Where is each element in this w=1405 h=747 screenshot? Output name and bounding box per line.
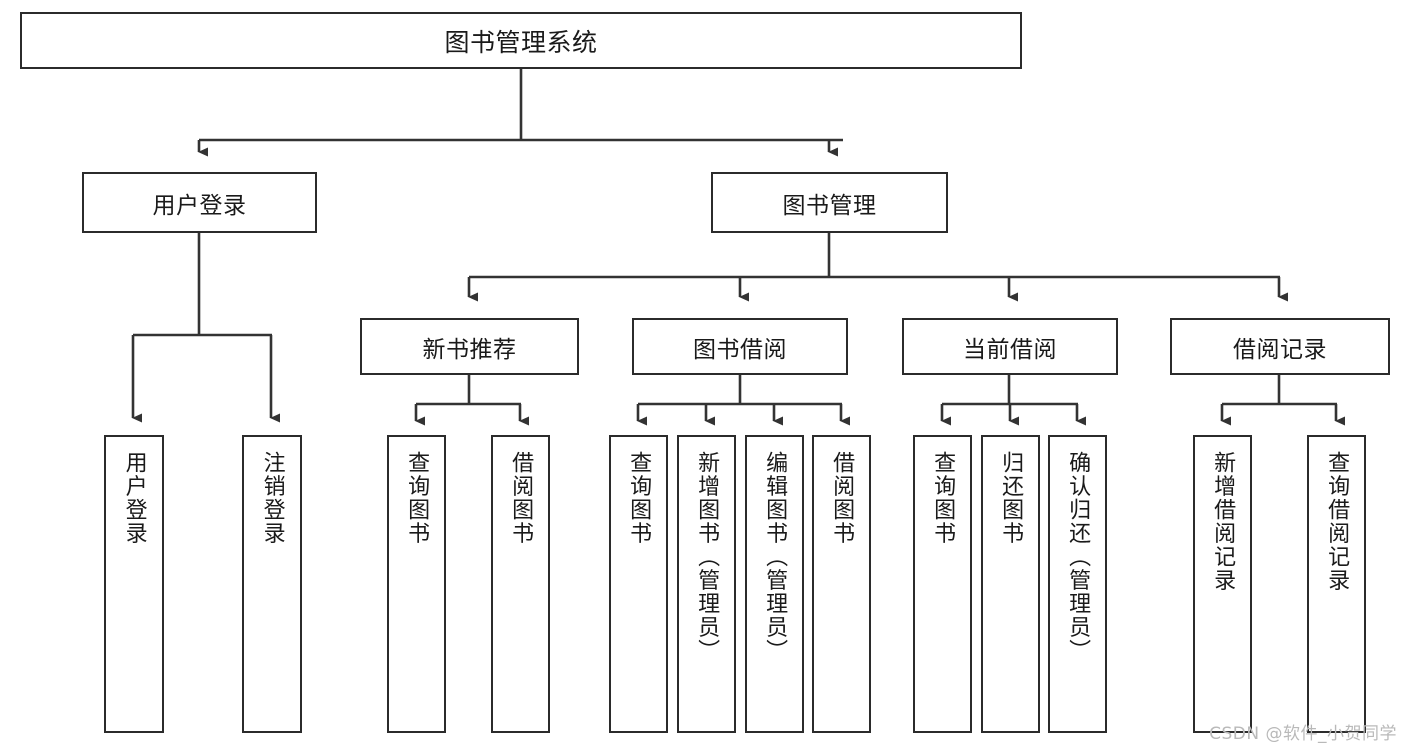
leaf-query-borrow-record[interactable]: 查询借阅记录 — [1307, 435, 1366, 733]
node-book-borrow[interactable]: 图书借阅 — [632, 318, 848, 375]
leaf-logout-login-label: 注销登录 — [259, 451, 285, 545]
node-root-label: 图书管理系统 — [444, 27, 598, 57]
leaf-user-login-label: 用户登录 — [121, 451, 147, 545]
leaf-add-book-admin[interactable]: 新增图书（管理员） — [677, 435, 736, 733]
leaf-return-book[interactable]: 归还图书 — [981, 435, 1040, 733]
leaf-query-book-1-label: 查询图书 — [404, 451, 430, 545]
leaf-add-borrow-record[interactable]: 新增借阅记录 — [1193, 435, 1252, 733]
leaf-borrow-book-1[interactable]: 借阅图书 — [491, 435, 550, 733]
leaf-edit-book-admin-label: 编辑图书（管理员） — [762, 451, 788, 663]
leaf-query-book-3[interactable]: 查询图书 — [913, 435, 972, 733]
node-new-book-recommend-label: 新书推荐 — [422, 336, 517, 363]
leaf-user-login[interactable]: 用户登录 — [104, 435, 164, 733]
node-borrow-record[interactable]: 借阅记录 — [1170, 318, 1390, 375]
csdn-watermark: CSDN @软件_小贺同学 — [1209, 724, 1397, 744]
node-borrow-record-label: 借阅记录 — [1233, 336, 1327, 363]
leaf-borrow-book-1-label: 借阅图书 — [508, 451, 534, 545]
leaf-confirm-return-admin[interactable]: 确认归还（管理员） — [1048, 435, 1107, 733]
node-current-borrow[interactable]: 当前借阅 — [902, 318, 1118, 375]
node-book-management-label: 图书管理 — [782, 192, 877, 219]
leaf-query-book-3-label: 查询图书 — [930, 451, 956, 545]
node-book-borrow-label: 图书借阅 — [693, 336, 787, 363]
node-user-login-label: 用户登录 — [152, 192, 247, 219]
node-root-library-management-system[interactable]: 图书管理系统 — [20, 12, 1022, 69]
node-new-book-recommend[interactable]: 新书推荐 — [360, 318, 579, 375]
node-user-login[interactable]: 用户登录 — [82, 172, 317, 233]
leaf-add-borrow-record-label: 新增借阅记录 — [1210, 451, 1236, 592]
leaf-query-borrow-record-label: 查询借阅记录 — [1324, 451, 1350, 592]
leaf-borrow-book-2[interactable]: 借阅图书 — [812, 435, 871, 733]
leaf-confirm-return-admin-label: 确认归还（管理员） — [1065, 451, 1091, 663]
leaf-edit-book-admin[interactable]: 编辑图书（管理员） — [745, 435, 804, 733]
leaf-borrow-book-2-label: 借阅图书 — [829, 451, 855, 545]
leaf-query-book-1[interactable]: 查询图书 — [387, 435, 446, 733]
leaf-query-book-2[interactable]: 查询图书 — [609, 435, 668, 733]
leaf-logout-login[interactable]: 注销登录 — [242, 435, 302, 733]
node-current-borrow-label: 当前借阅 — [963, 336, 1057, 363]
leaf-add-book-admin-label: 新增图书（管理员） — [694, 451, 720, 663]
node-book-management[interactable]: 图书管理 — [711, 172, 948, 233]
leaf-query-book-2-label: 查询图书 — [626, 451, 652, 545]
leaf-return-book-label: 归还图书 — [998, 451, 1024, 545]
